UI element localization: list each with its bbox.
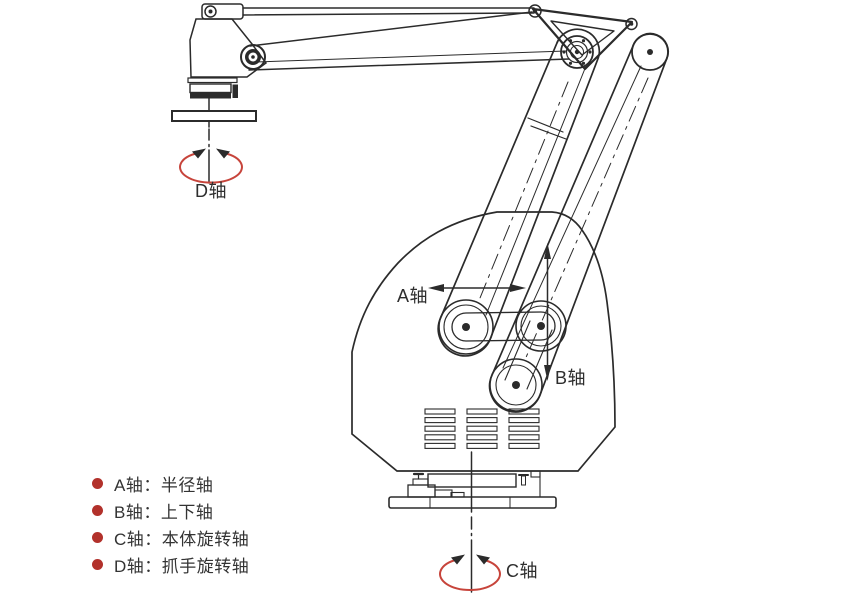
red-bullet-icon bbox=[92, 559, 103, 570]
vent-grille bbox=[424, 408, 540, 449]
red-bullet-icon bbox=[92, 505, 103, 516]
b-axis-arrow bbox=[544, 243, 551, 381]
base-assembly bbox=[388, 470, 557, 509]
rear-link bbox=[488, 32, 670, 413]
legend-item-label: A轴：半径轴 bbox=[114, 476, 214, 495]
gripper bbox=[171, 77, 257, 128]
d-axis-rotation-arrow bbox=[179, 148, 243, 184]
legend-item-c-axis: C轴：本体旋转轴 bbox=[92, 527, 250, 549]
a-axis-label: A轴 bbox=[397, 286, 429, 306]
a-axis-arrow bbox=[428, 284, 526, 292]
robot-body bbox=[351, 211, 616, 472]
c-axis-label: C轴 bbox=[506, 561, 538, 581]
legend-item-d-axis: D轴：抓手旋转轴 bbox=[92, 554, 250, 576]
wrist-joint bbox=[189, 18, 268, 78]
b-axis-label: B轴 bbox=[555, 368, 587, 388]
red-bullet-icon bbox=[92, 478, 103, 489]
legend-item-label: C轴：本体旋转轴 bbox=[114, 530, 250, 549]
legend-item-label: D轴：抓手旋转轴 bbox=[114, 557, 250, 576]
axis-legend: A轴：半径轴 B轴：上下轴 C轴：本体旋转轴 D轴：抓手旋转轴 bbox=[92, 473, 249, 581]
legend-item-label: B轴：上下轴 bbox=[114, 503, 214, 522]
legend-item-b-axis: B轴：上下轴 bbox=[92, 500, 249, 522]
body-pulleys bbox=[438, 299, 567, 412]
top-link-rod bbox=[201, 3, 535, 20]
c-axis-rotation-arrow bbox=[439, 554, 501, 591]
upper-arm-link bbox=[437, 28, 601, 357]
legend-item-a-axis: A轴：半径轴 bbox=[92, 473, 249, 495]
d-axis-label: D轴 bbox=[195, 181, 227, 201]
forearm bbox=[248, 11, 570, 71]
red-bullet-icon bbox=[92, 532, 103, 543]
